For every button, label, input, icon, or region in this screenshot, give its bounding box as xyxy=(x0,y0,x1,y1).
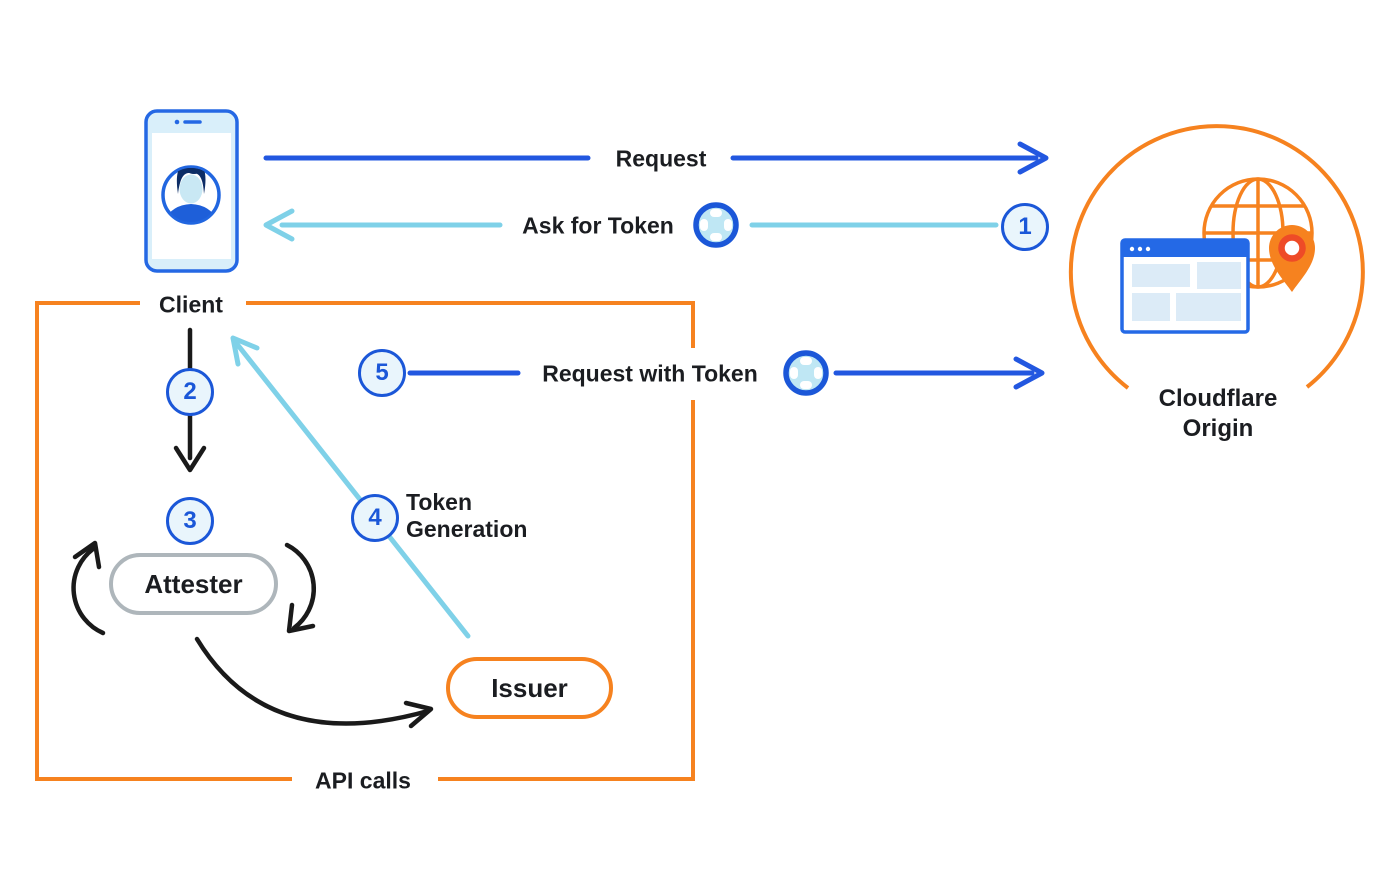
step-5-badge: 5 xyxy=(358,349,406,397)
browser-window-icon xyxy=(1120,238,1250,334)
user-avatar-icon xyxy=(161,165,221,225)
token-icon xyxy=(696,205,736,245)
globe-icon xyxy=(1202,177,1314,289)
token-generation-label: Token Generation xyxy=(406,489,528,542)
attester-loop-left-arrow xyxy=(71,540,106,636)
client-label: Client xyxy=(159,291,223,318)
request-arrow xyxy=(263,141,1049,175)
origin-circle xyxy=(1068,124,1365,390)
cloudflare-origin-label: Cloudflare Origin xyxy=(1158,385,1278,442)
step-2-badge: 2 xyxy=(166,368,214,416)
client-phone-icon xyxy=(144,109,239,273)
attester-loop-right-arrow xyxy=(284,542,317,634)
location-pin-icon xyxy=(1269,225,1315,292)
token-generation-arrow xyxy=(230,335,471,639)
request-with-token-arrow xyxy=(407,356,1045,390)
attester-to-issuer-arrow xyxy=(194,636,434,729)
step-4-badge: 4 xyxy=(351,494,399,542)
request-label: Request xyxy=(615,145,707,172)
issuer-label: Issuer xyxy=(491,672,568,703)
api-calls-label: API calls xyxy=(315,767,411,794)
attester-label: Attester xyxy=(144,568,243,599)
step-3-badge: 3 xyxy=(166,497,214,545)
step-1-badge: 1 xyxy=(1001,203,1049,251)
attester-pill: Attester xyxy=(109,553,278,615)
token-icon xyxy=(786,353,826,393)
ask-for-token-arrow xyxy=(263,208,999,242)
request-with-token-label: Request with Token xyxy=(542,360,758,387)
ask-for-token-label: Ask for Token xyxy=(522,212,674,239)
api-calls-box xyxy=(35,301,695,781)
issuer-pill: Issuer xyxy=(446,657,613,719)
